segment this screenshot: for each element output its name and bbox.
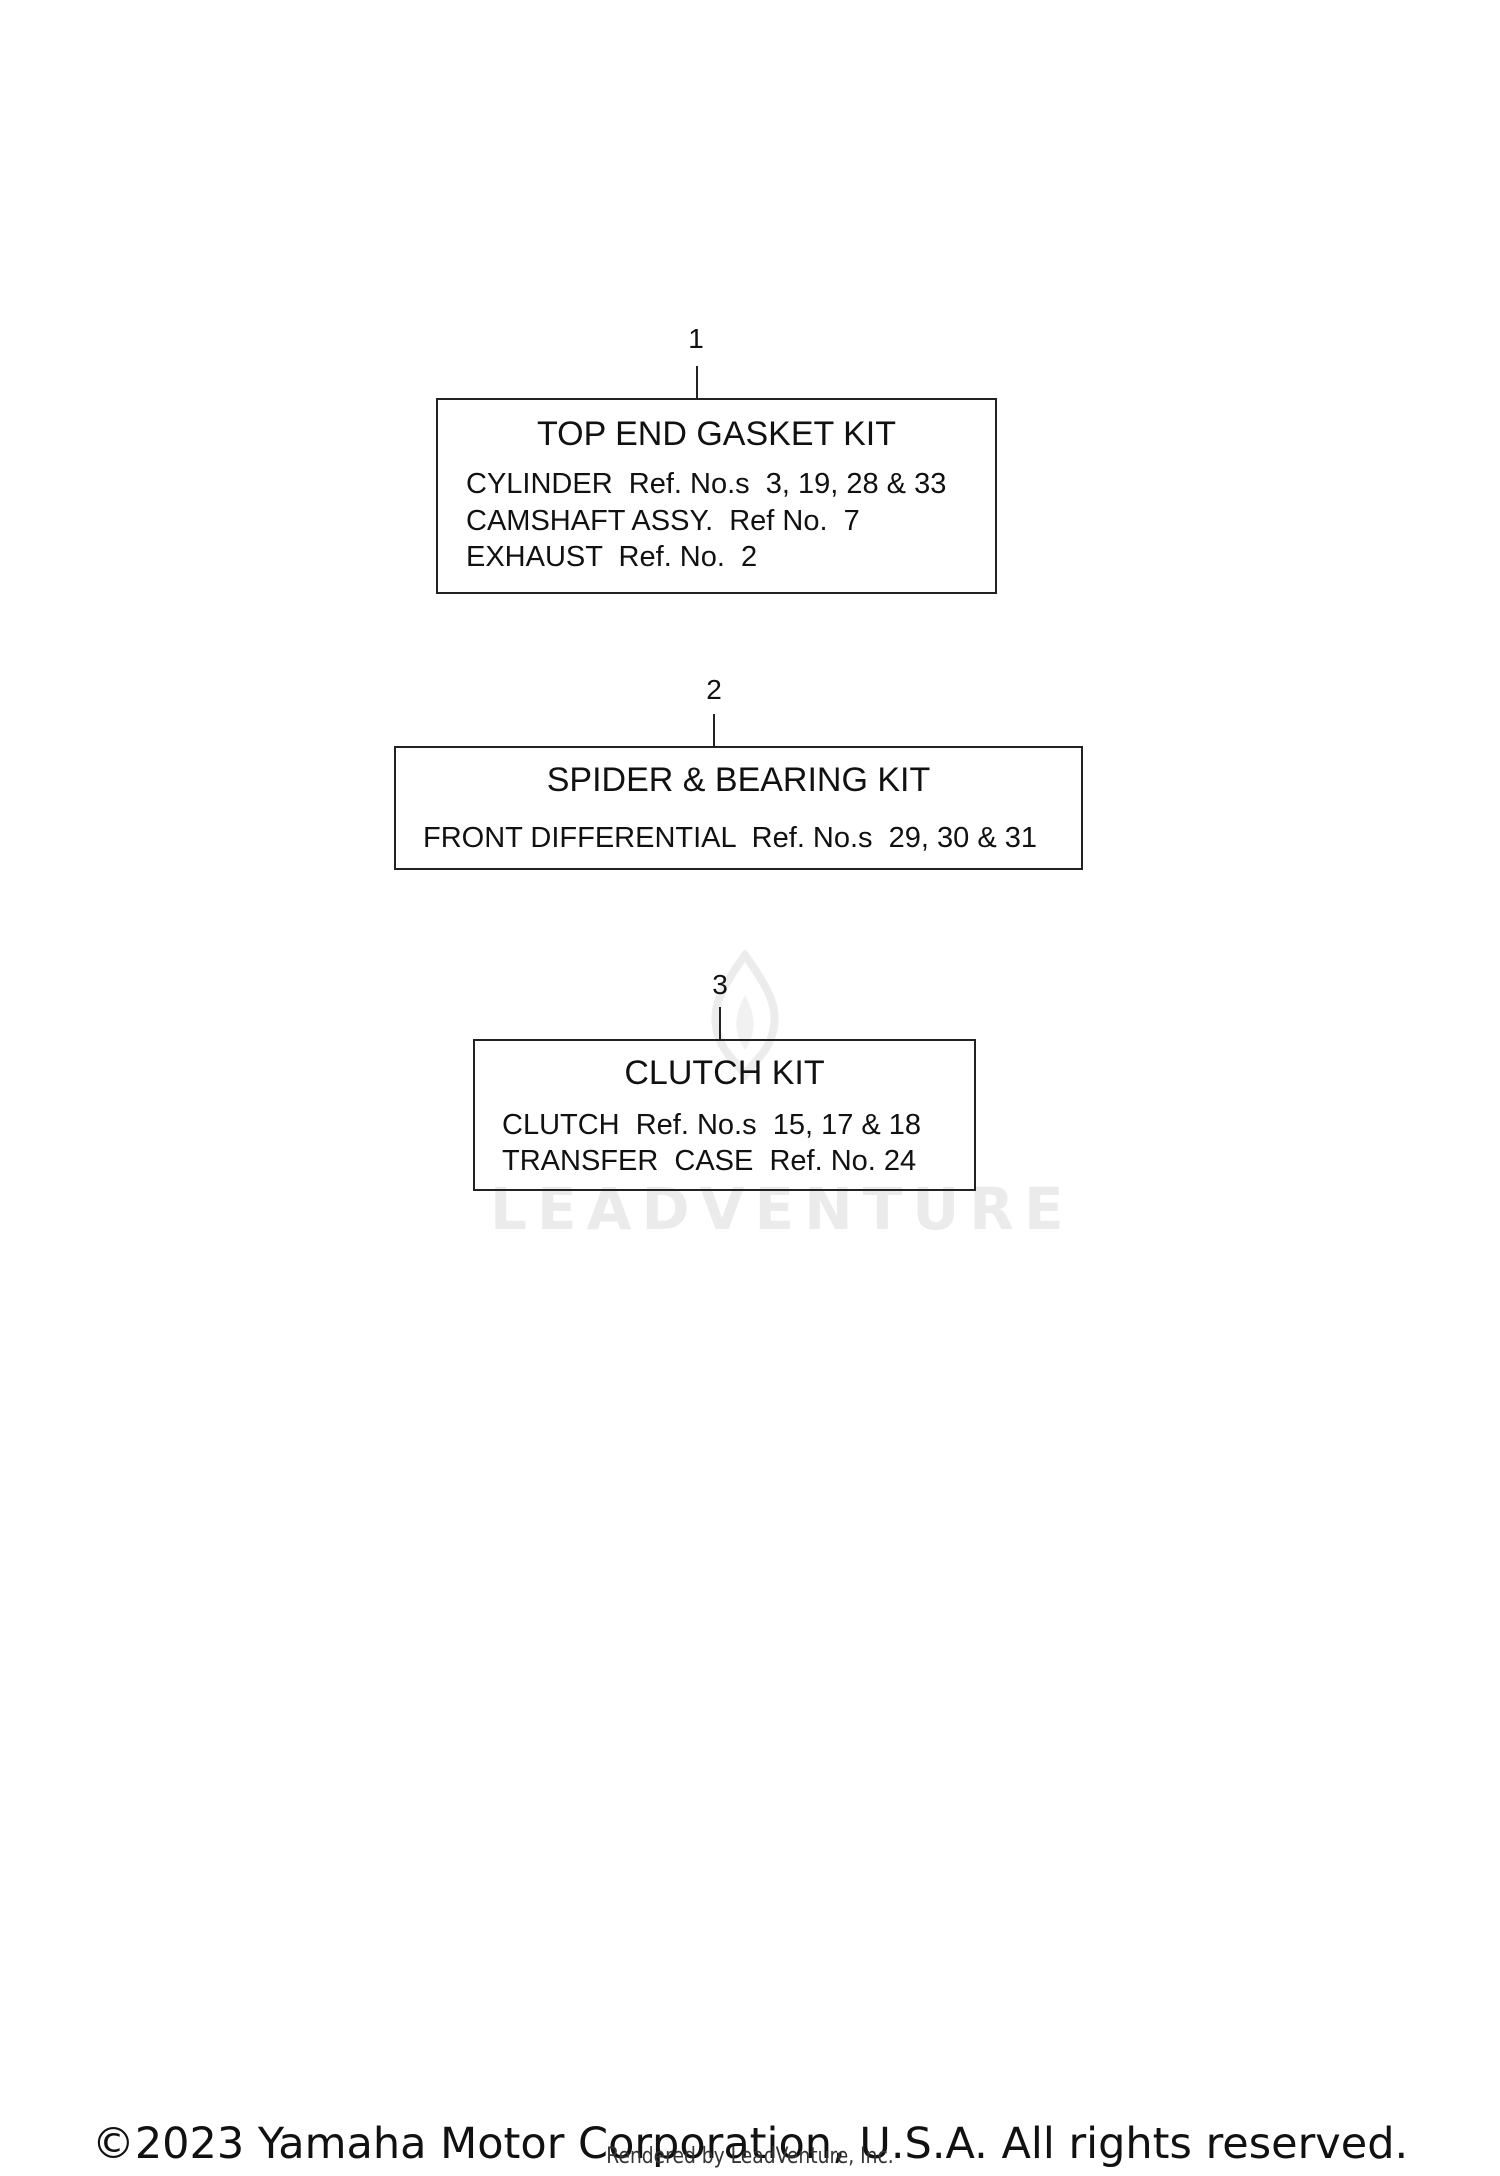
callout-number: 1	[688, 323, 704, 354]
kit-title: TOP END GASKET KIT	[537, 415, 896, 453]
kit-title: CLUTCH KIT	[624, 1054, 825, 1092]
kit-line: EXHAUST Ref. No. 2	[466, 541, 758, 573]
kit-box-top-end-gasket: TOP END GASKET KIT CYLINDER Ref. No.s 3,…	[436, 398, 997, 594]
rendered-by-text: Rendered by LeadVenture, Inc.	[606, 2144, 894, 2169]
kit-line: TRANSFER CASE Ref. No. 24	[502, 1145, 917, 1177]
kit-line: FRONT DIFFERENTIAL Ref. No.s 29, 30 & 31	[423, 822, 1038, 854]
flame-logo-icon	[711, 950, 779, 1080]
kit-box-clutch: CLUTCH KIT CLUTCH Ref. No.s 15, 17 & 18 …	[473, 1039, 976, 1191]
kit-line: CYLINDER Ref. No.s 3, 19, 28 & 33	[466, 468, 947, 500]
kit-line: CLUTCH Ref. No.s 15, 17 & 18	[502, 1109, 922, 1141]
callout-number: 3	[712, 969, 728, 1000]
kit-line: CAMSHAFT ASSY. Ref No. 7	[466, 505, 860, 537]
leader-line	[713, 714, 715, 748]
leader-line	[696, 366, 698, 399]
callout-number: 2	[706, 674, 722, 705]
kit-title: SPIDER & BEARING KIT	[546, 761, 931, 799]
leader-line	[719, 1007, 721, 1041]
copyright-text: ©2023 Yamaha Motor Corporation, U.S.A. A…	[91, 2119, 1409, 2169]
kit-box-spider-bearing: SPIDER & BEARING KIT FRONT DIFFERENTIAL …	[394, 746, 1083, 870]
